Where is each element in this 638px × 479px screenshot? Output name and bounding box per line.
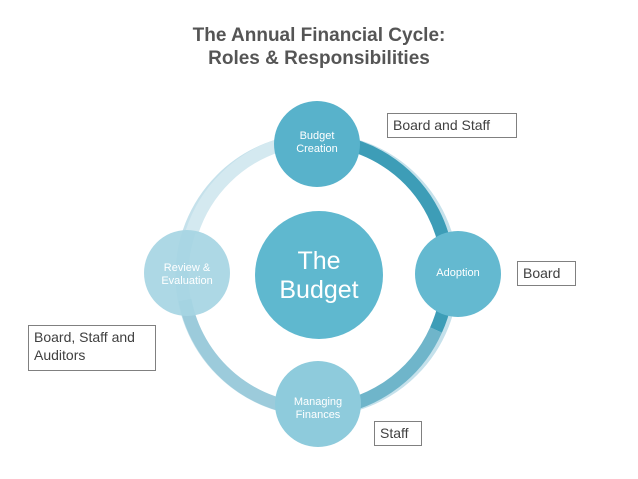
cycle-ring-arrow-topleft <box>185 138 283 235</box>
stage-circle-budget-creation <box>274 101 360 187</box>
stage-budget-creation-line-2: Creation <box>296 143 338 155</box>
center-budget-label: The Budget <box>269 247 369 305</box>
stage-managing-finances-line-2: Finances <box>295 409 341 421</box>
callout-board-and-staff: Board and Staff <box>387 113 517 138</box>
stage-budget-creation: Budget Creation <box>277 130 357 156</box>
callout-board-staff-auditors-line-1: Board, Staff and <box>34 329 135 345</box>
stage-adoption: Adoption <box>418 267 498 280</box>
stage-review-evaluation-line-1: Review & <box>163 262 211 274</box>
callout-board-text: Board <box>523 265 561 281</box>
center-line-2: Budget <box>279 276 359 304</box>
title-line-2: Roles & Responsibilities <box>208 48 430 69</box>
callout-board-staff-auditors-line-2: Auditors <box>34 347 86 363</box>
callout-staff: Staff <box>374 421 422 446</box>
callout-board-and-staff-text: Board and Staff <box>393 117 491 133</box>
center-line-1: The <box>297 247 341 275</box>
stage-review-evaluation-line-2: Evaluation <box>161 275 213 287</box>
stage-adoption-line-1: Adoption <box>436 267 480 279</box>
callout-staff-text: Staff <box>380 425 409 441</box>
callout-board: Board <box>517 261 576 286</box>
callout-board-staff-auditors: Board, Staff and Auditors <box>28 325 156 371</box>
stage-managing-finances-line-1: Managing <box>293 396 343 408</box>
stage-managing-finances: Managing Finances <box>278 396 358 422</box>
stage-circle-review-evaluation <box>144 230 230 316</box>
title-line-1: The Annual Financial Cycle: <box>192 25 446 46</box>
diagram-title: The Annual Financial Cycle: Roles & Resp… <box>0 24 638 70</box>
stage-circle-managing-finances <box>275 361 361 447</box>
stage-review-evaluation: Review & Evaluation <box>147 262 227 288</box>
center-circle <box>255 211 383 339</box>
stage-budget-creation-line-1: Budget <box>299 130 335 142</box>
stage-circle-adoption <box>415 231 501 317</box>
